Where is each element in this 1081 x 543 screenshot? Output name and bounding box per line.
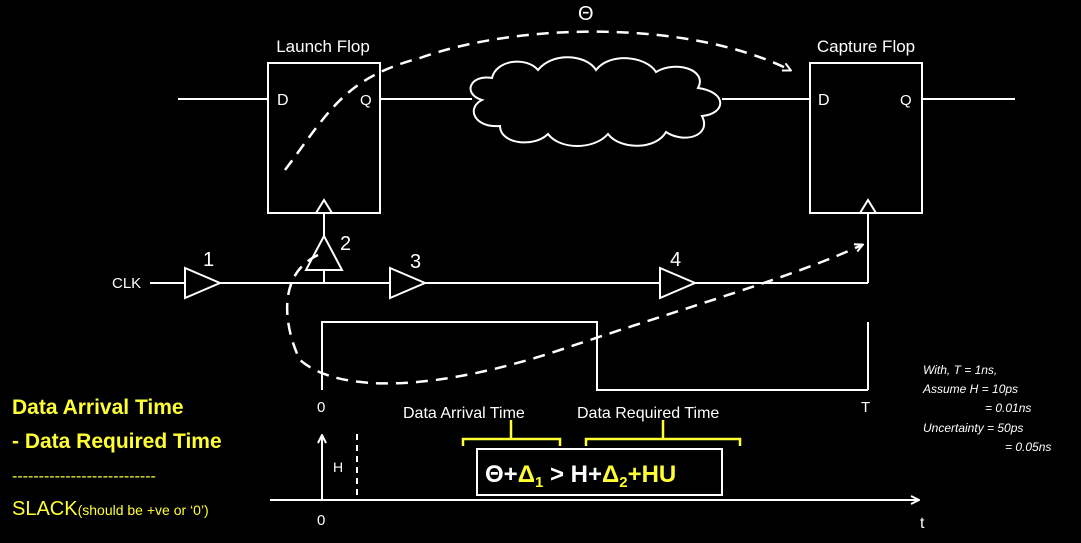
- launch-q-pin: Q: [360, 92, 372, 109]
- bracket-required-label: Data Required Time: [577, 405, 719, 422]
- arrival-bracket: [461, 420, 562, 446]
- capture-q-pin: Q: [900, 92, 912, 109]
- slack-main: SLACK: [12, 498, 78, 520]
- clock-buffer-1: [184, 266, 223, 300]
- brackets: [461, 420, 742, 446]
- h-label: H: [333, 459, 343, 475]
- clock-path-arrow: [286, 245, 862, 385]
- buffer-3-label: 3: [410, 251, 421, 273]
- eq-hu: +HU: [628, 461, 677, 488]
- combinational-cloud: [469, 56, 722, 147]
- eq-sub1: 1: [535, 474, 543, 491]
- theta-label: Θ: [578, 3, 594, 25]
- clock-buffer-2: [304, 233, 344, 271]
- clock-waveform: [321, 321, 869, 391]
- eq-plus: +: [504, 461, 518, 488]
- buffer-1-label: 1: [203, 249, 214, 271]
- note-line-1: With, T = 1ns,: [923, 363, 997, 377]
- time-axis: [270, 434, 918, 500]
- axis-zero-label: 0: [317, 512, 325, 529]
- required-bracket: [584, 420, 742, 446]
- eq-gt: > H+: [543, 461, 602, 488]
- clock-buffer-3: [389, 266, 428, 300]
- notes: With, T = 1ns, Assume H = 10ps = 0.01ns …: [922, 363, 1051, 454]
- required-time-text: - Data Required Time: [12, 430, 222, 453]
- clk-label: CLK: [112, 275, 141, 292]
- note-line-2: Assume H = 10ps: [922, 382, 1018, 396]
- slack-note: (should be +ve or ‘0’): [78, 502, 209, 518]
- launch-d-pin: D: [277, 92, 289, 109]
- note-line-4: Uncertainty = 50ps: [923, 421, 1023, 435]
- clock-tree: [150, 213, 869, 300]
- bracket-arrival-label: Data Arrival Time: [403, 405, 525, 422]
- equation-text: Θ+Δ1 > H+Δ2+HU: [485, 461, 676, 491]
- period-t-label: T: [861, 399, 870, 416]
- note-line-5: = 0.05ns: [1005, 440, 1051, 454]
- capture-d-pin: D: [818, 92, 830, 109]
- data-path-arrow: [283, 30, 790, 171]
- clock-buffer-4: [659, 266, 698, 300]
- launch-flop: Launch Flop D Q: [267, 37, 381, 214]
- time-zero-label: 0: [317, 399, 325, 416]
- capture-clock-pin: [859, 198, 877, 214]
- slack-text: SLACK(should be +ve or ‘0’): [12, 498, 209, 520]
- eq-theta: Θ: [485, 461, 504, 488]
- arrival-time-text: Data Arrival Time: [12, 396, 184, 419]
- separator-line: ---------------------------: [12, 468, 156, 485]
- note-line-3: = 0.01ns: [985, 401, 1031, 415]
- launch-flop-label: Launch Flop: [276, 37, 370, 56]
- eq-delta2: Δ: [602, 461, 619, 488]
- axis-t-label: t: [920, 515, 925, 532]
- eq-sub2: 2: [619, 474, 627, 491]
- eq-delta1: Δ: [518, 461, 535, 488]
- capture-flop: Capture Flop D Q: [809, 37, 923, 214]
- capture-flop-label: Capture Flop: [817, 37, 915, 56]
- equation-box: [476, 448, 723, 496]
- launch-clock-pin: [315, 198, 333, 214]
- buffer-4-label: 4: [670, 249, 681, 271]
- buffer-2-label: 2: [340, 233, 351, 255]
